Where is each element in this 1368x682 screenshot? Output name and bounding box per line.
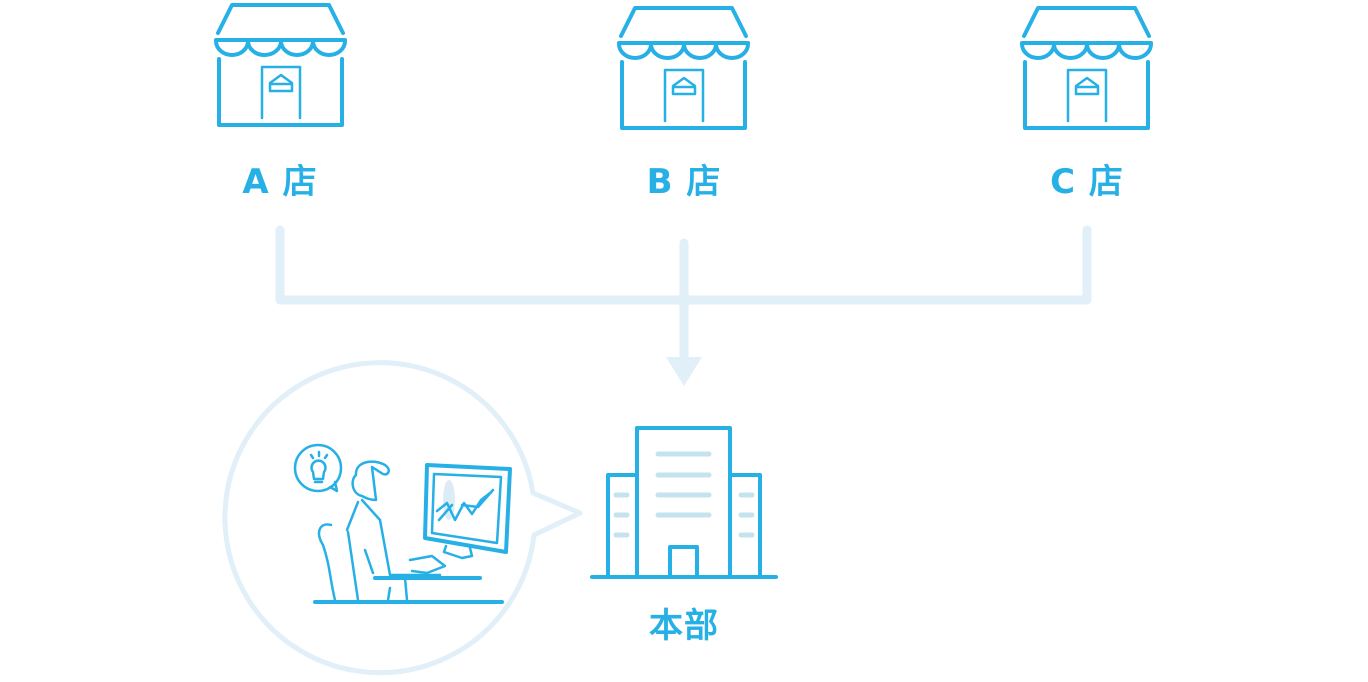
store-a-icon — [214, 3, 347, 127]
store-c-icon — [1020, 6, 1153, 130]
store-c-label: C 店 — [1050, 162, 1124, 202]
connector-lines — [275, 225, 1092, 386]
office-building-icon — [590, 426, 778, 579]
store-b-icon — [617, 6, 750, 130]
store-a-label: A 店 — [242, 162, 318, 202]
headquarters-label: 本部 — [649, 606, 719, 646]
store-b-label: B 店 — [646, 162, 722, 202]
person-analyzing-chart-icon — [293, 443, 512, 604]
speech-bubble — [222, 360, 583, 676]
arrow-down-icon — [666, 357, 702, 386]
